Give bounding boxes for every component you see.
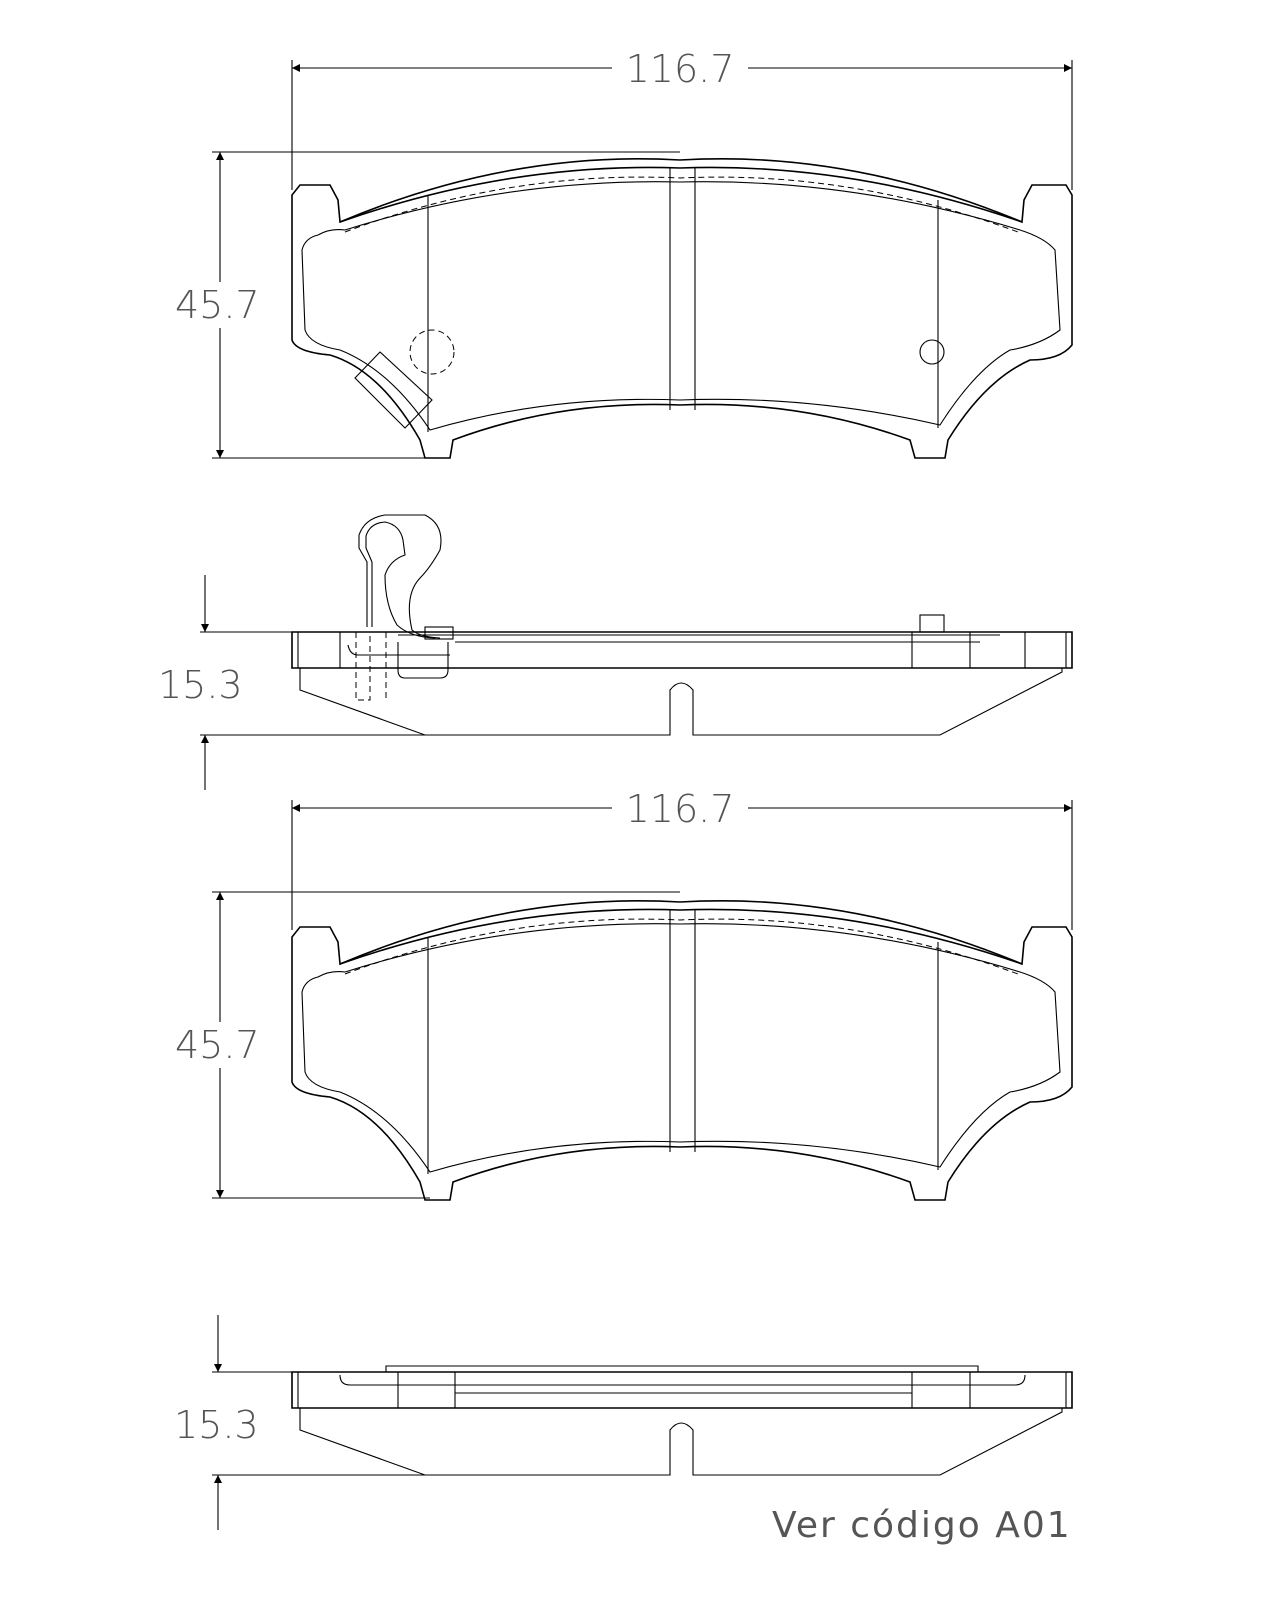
width-label-1: 116.7 [626, 47, 735, 91]
thickness-label-2: 15.3 [174, 1403, 259, 1447]
height-dimension-1: 45.7 [175, 151, 680, 459]
sensor-hole [409, 329, 455, 375]
wear-sensor [354, 351, 433, 429]
width-label-2: 116.7 [626, 787, 735, 831]
width-dimension-1: 116.7 [291, 47, 1073, 190]
thickness-dimension-2: 15.3 [174, 1315, 425, 1530]
thickness-label-1: 15.3 [158, 663, 243, 707]
pad-top-view-2 [291, 899, 1073, 1201]
width-dimension-2: 116.7 [291, 787, 1073, 930]
reference-note: Ver código A01 [772, 1505, 1072, 1546]
height-label-1: 45.7 [175, 283, 260, 327]
pad-side-view-1 [291, 514, 1073, 736]
thickness-dimension-1: 15.3 [158, 575, 425, 790]
height-dimension-2: 45.7 [175, 891, 680, 1199]
locating-hole [919, 339, 945, 365]
pad-side-view-2 [291, 1365, 1073, 1476]
spring-clip [358, 514, 454, 640]
pad-top-view-1 [291, 157, 1073, 459]
height-label-2: 45.7 [175, 1023, 260, 1067]
